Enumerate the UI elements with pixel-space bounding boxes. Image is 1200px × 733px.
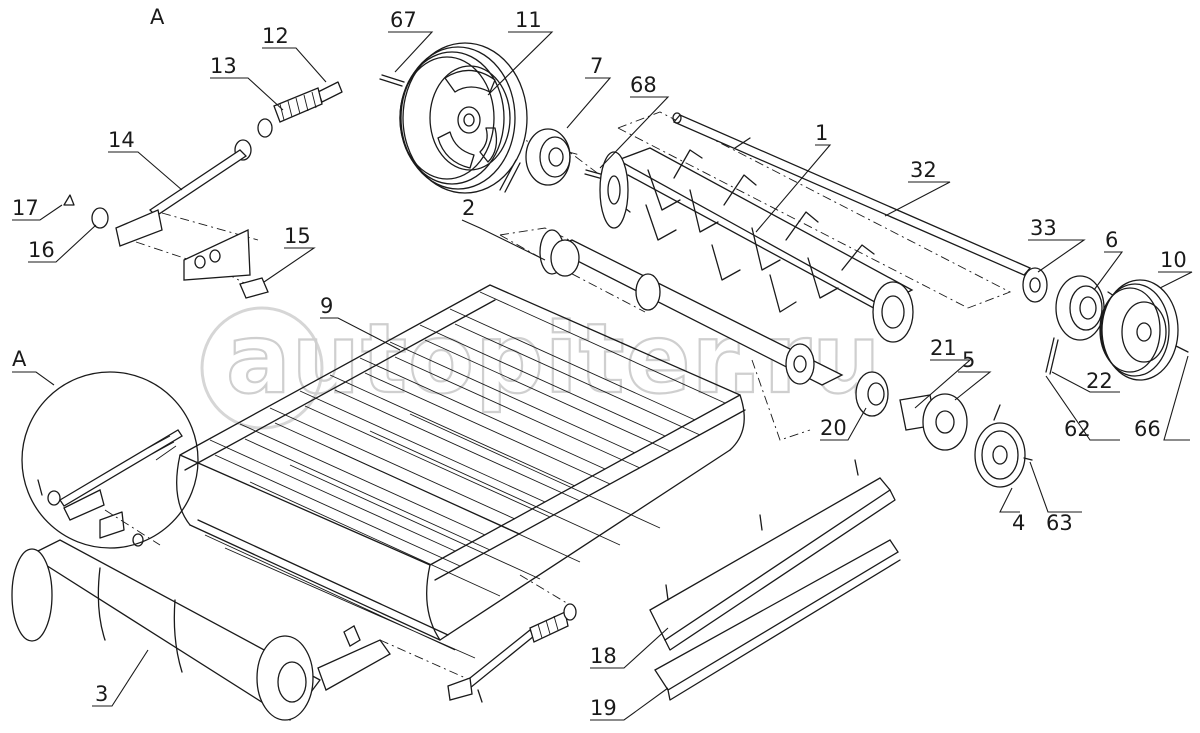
callout-18: 18: [590, 644, 617, 668]
callout-7: 7: [590, 54, 603, 78]
callout-20: 20: [820, 416, 847, 440]
part-22-bolt: [1045, 337, 1059, 375]
callout-12: 12: [262, 24, 289, 48]
part-4-sprocket: [974, 404, 1033, 488]
callout-9: 9: [320, 294, 333, 318]
callout-6: 6: [1105, 228, 1118, 252]
callout-4: 4: [1012, 511, 1025, 535]
callout-62: 62: [1064, 417, 1091, 441]
callout-16: 16: [28, 238, 55, 262]
tensioner-assembly-bottom: [447, 603, 577, 703]
part-67-pin: [379, 74, 405, 87]
callout-19: 19: [590, 696, 617, 720]
view-label-a-detail: A: [12, 347, 27, 371]
callout-11: 11: [515, 8, 542, 32]
callout-22: 22: [1086, 369, 1113, 393]
part-7-hub: [525, 128, 571, 186]
watermark: autopiter.ru: [200, 302, 882, 430]
view-label-a-top: A: [150, 5, 165, 29]
callout-63: 63: [1046, 511, 1073, 535]
tensioner-assembly-top: [63, 81, 343, 299]
part-11-pulley: [399, 42, 528, 194]
callout-66: 66: [1134, 417, 1161, 441]
callout-33: 33: [1030, 216, 1057, 240]
callout-15: 15: [284, 224, 311, 248]
part-6-bearing: [1055, 275, 1115, 341]
detail-circle-a: [21, 371, 199, 549]
callout-13: 13: [210, 54, 237, 78]
callout-5: 5: [962, 348, 975, 372]
callout-1: 1: [815, 121, 828, 145]
callout-10: 10: [1160, 248, 1187, 272]
part-20-flange: [855, 371, 889, 417]
callout-14: 14: [108, 128, 135, 152]
callout-2: 2: [462, 196, 475, 220]
part-32-long-shaft: [672, 112, 1032, 276]
part-3-roller: [11, 539, 391, 721]
part-33-flange: [1022, 267, 1048, 303]
callout-17: 17: [12, 196, 39, 220]
callout-3: 3: [95, 682, 108, 706]
part-9-slat-conveyor: [176, 284, 746, 659]
view-a-detail-leader: [12, 371, 55, 386]
callout-68: 68: [630, 73, 657, 97]
part-5-bearing: [922, 393, 968, 451]
callout-67: 67: [390, 8, 417, 32]
part-10-pulley: [1099, 279, 1189, 381]
callouts: 67 11 7 68 1 32 12 13 14 17 16 15 2 9 33…: [12, 8, 1193, 721]
callout-32: 32: [910, 158, 937, 182]
callout-21: 21: [930, 336, 957, 360]
part-19-rail: [654, 539, 901, 701]
part-18-rail: [649, 459, 896, 651]
part-2-drive-shaft: [539, 229, 844, 386]
part-1-beater-shaft: [599, 147, 914, 343]
